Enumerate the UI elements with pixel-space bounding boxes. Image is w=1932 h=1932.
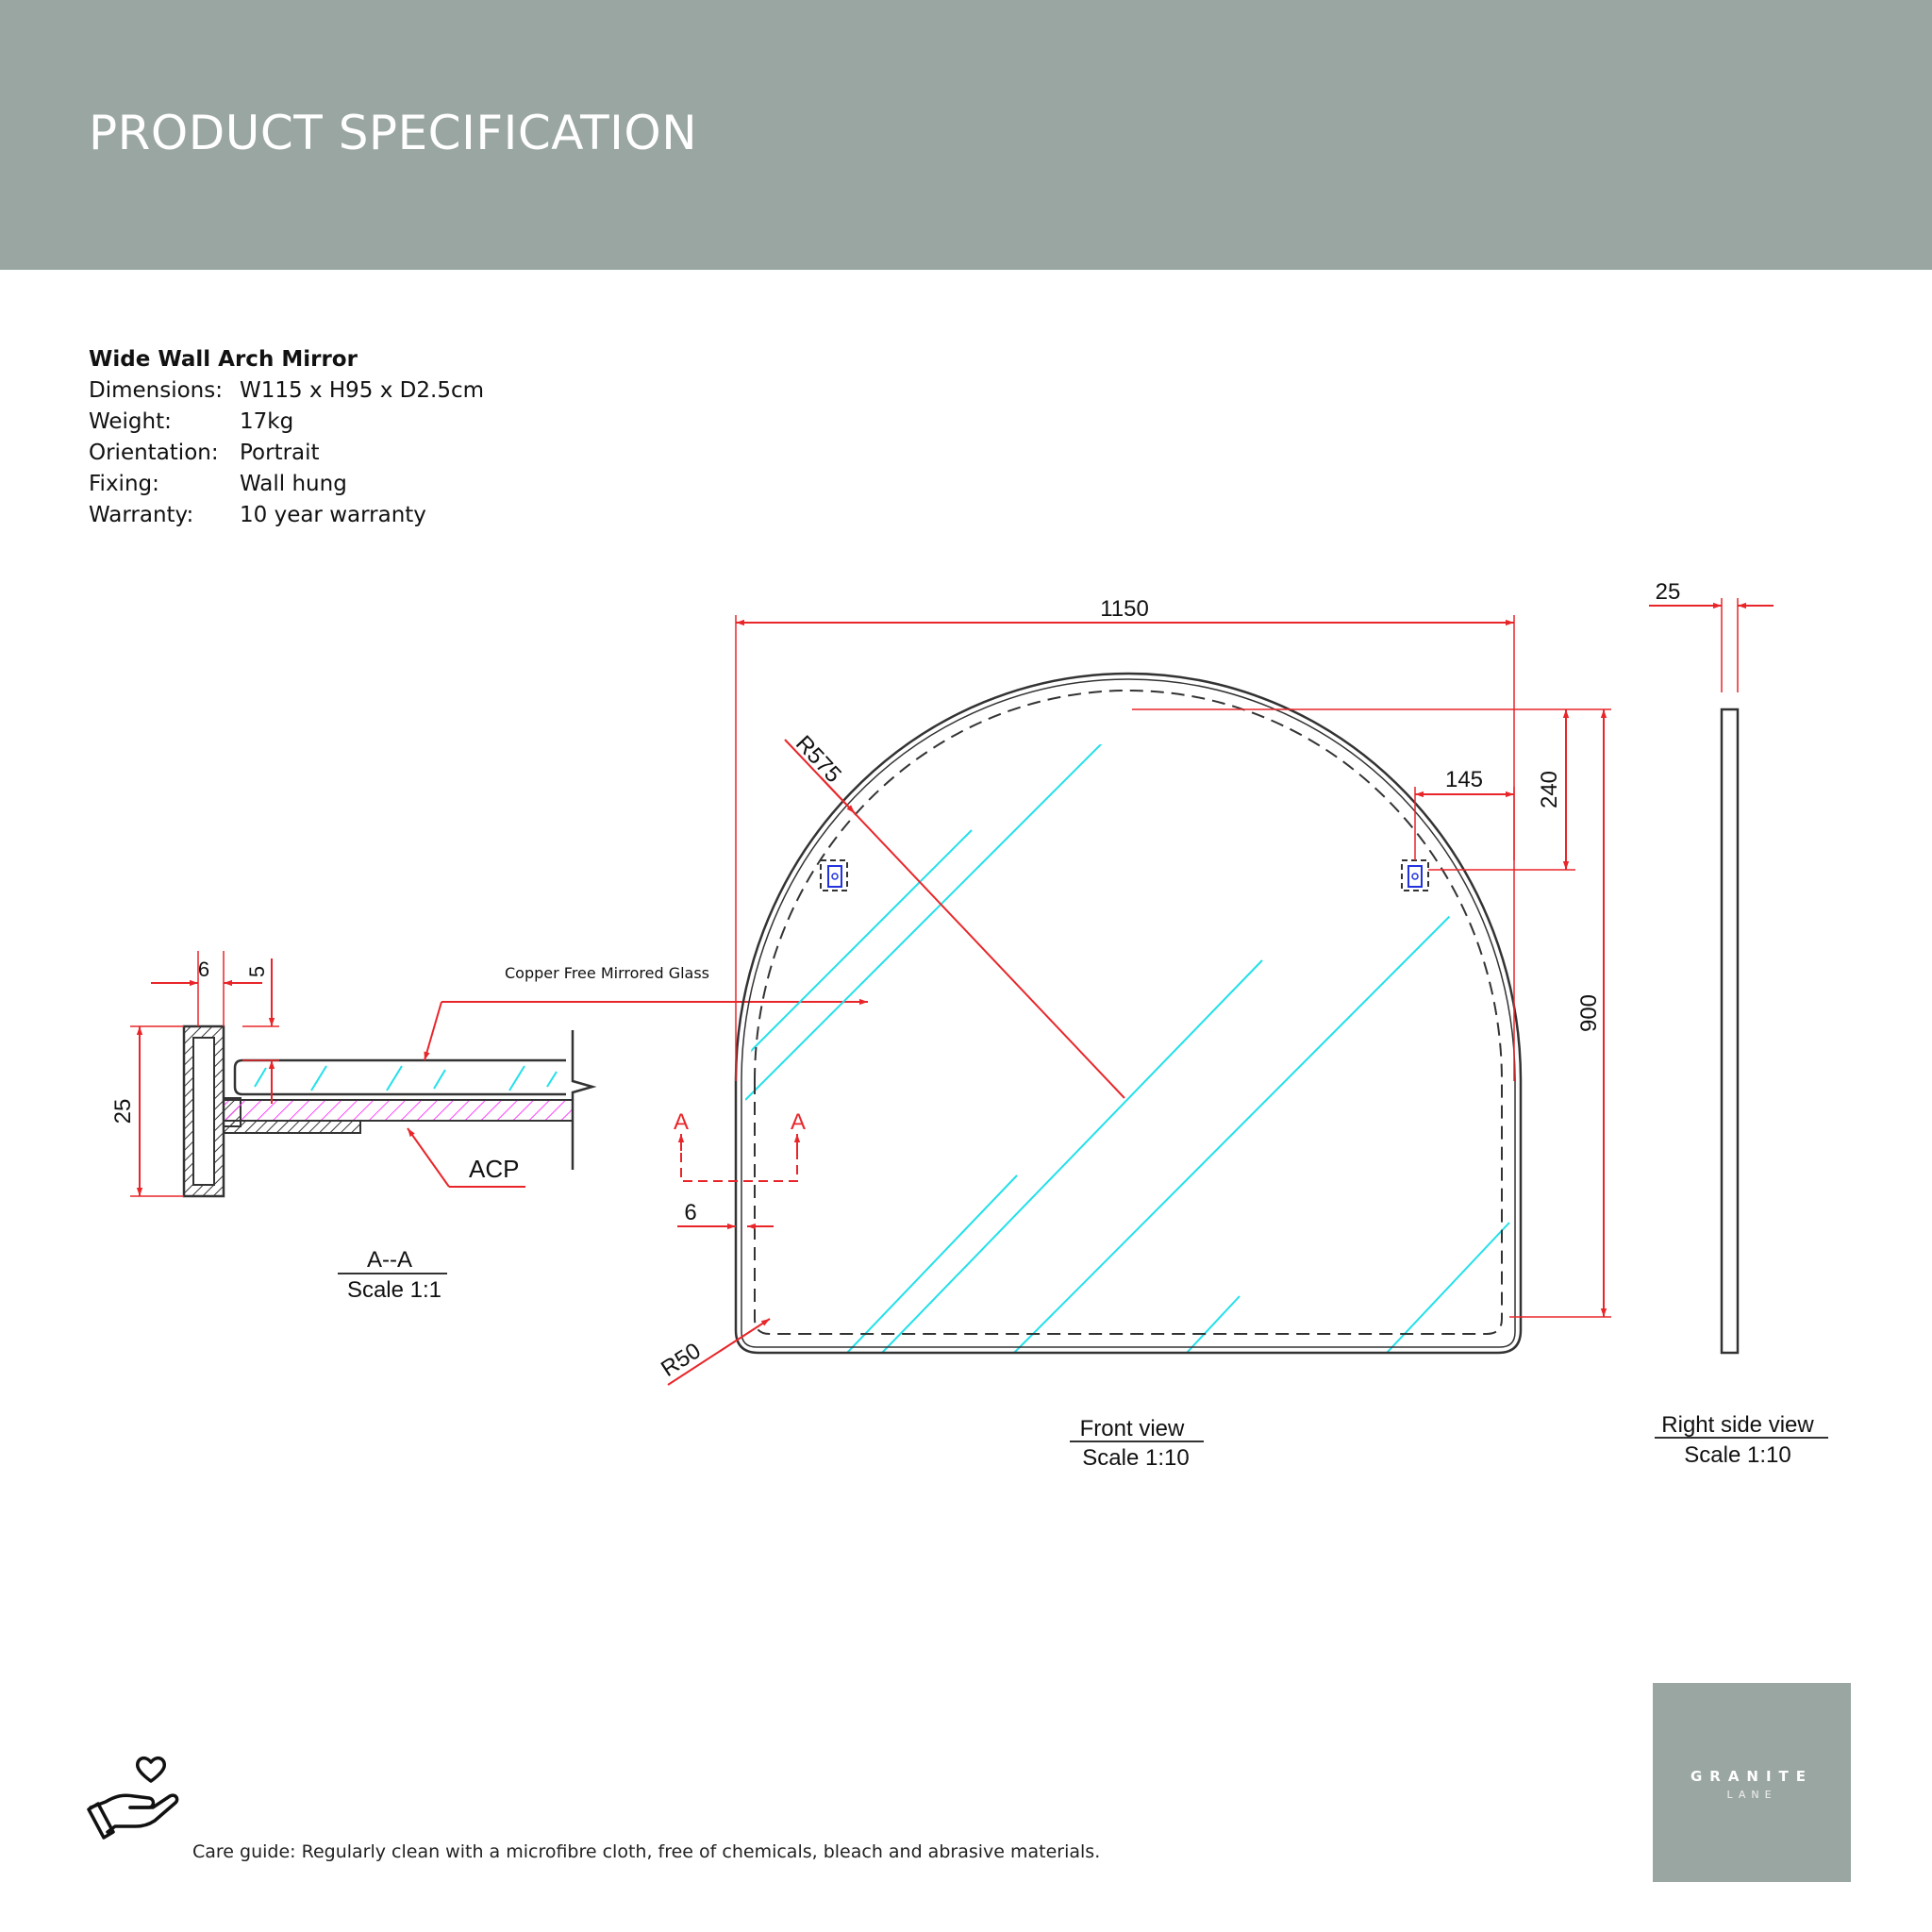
spec-row-fixing: Fixing: Wall hung: [89, 469, 484, 500]
spec-row-weight: Weight: 17kg: [89, 407, 484, 438]
header-banner: PRODUCT SPECIFICATION: [0, 0, 1932, 270]
mirror-glass-outline: [754, 690, 1503, 1335]
product-name: Wide Wall Arch Mirror: [89, 347, 358, 372]
front-view-scale: Scale 1:10: [1082, 1445, 1189, 1471]
section-width-label: 6: [198, 958, 209, 981]
spec-value: 10 year warranty: [240, 503, 426, 527]
bracket-right: [1401, 859, 1429, 891]
mirror-outline: [734, 672, 1523, 1355]
side-view: 25 Right side view Scale 1:10: [1649, 579, 1828, 1468]
front-dimensions: 1150 R575 145 240 900 6 R50 A A: [657, 596, 1611, 1386]
mirror-reflection-lines: [745, 742, 1510, 1353]
page-title: PRODUCT SPECIFICATION: [89, 106, 698, 160]
front-view: 1150 R575 145 240 900 6 R50 A A: [657, 596, 1611, 1471]
glass-layer: [233, 1058, 566, 1096]
section-dimensions: 6 5 25 Copper Free Mirrored Glass ACP: [110, 951, 868, 1197]
spec-value: Portrait: [240, 441, 320, 465]
bracket-left: [820, 859, 848, 891]
spec-label: Dimensions:: [89, 378, 223, 403]
side-view-title: Right side view: [1661, 1412, 1814, 1438]
height-dimension-label: 900: [1576, 994, 1602, 1032]
logo-subtitle: LANE: [1726, 1789, 1777, 1801]
side-profile: [1720, 708, 1740, 1355]
spec-value: W115 x H95 x D2.5cm: [240, 378, 485, 403]
bracket-height-label: 240: [1537, 771, 1562, 808]
section-marker-left: A: [674, 1109, 689, 1135]
product-specs: Wide Wall Arch Mirror Dimensions: W115 x …: [89, 343, 484, 531]
spec-row-orientation: Orientation: Portrait: [89, 438, 484, 469]
acp-layer: [223, 1099, 574, 1122]
spec-value: 17kg: [240, 409, 294, 434]
break-line: [571, 1030, 597, 1170]
section-height-label: 25: [110, 1099, 136, 1124]
front-view-title: Front view: [1080, 1416, 1185, 1441]
mirror-inner-outline: [741, 678, 1516, 1348]
spec-label: Orientation:: [89, 441, 219, 465]
radius-dimension-label: R575: [791, 731, 846, 788]
width-dimension-label: 1150: [1100, 596, 1149, 622]
spec-row-dimensions: Dimensions: W115 x H95 x D2.5cm: [89, 375, 484, 407]
spec-label: Warranty:: [89, 503, 194, 527]
bracket-offset-label: 145: [1445, 767, 1483, 792]
section-scale: Scale 1:1: [347, 1277, 441, 1303]
brand-logo: GRANITE LANE: [1653, 1683, 1851, 1882]
spec-label: Fixing:: [89, 472, 159, 496]
acp-label: ACP: [469, 1155, 519, 1183]
section-marker-right: A: [791, 1109, 806, 1135]
spec-row-warranty: Warranty: 10 year warranty: [89, 500, 484, 531]
section-view: 6 5 25 Copper Free Mirrored Glass ACP A-…: [110, 951, 868, 1303]
section-title: A--A: [367, 1247, 412, 1273]
glass-label: Copper Free Mirrored Glass: [505, 964, 709, 982]
spec-label: Weight:: [89, 409, 172, 434]
depth-dimension-label: 25: [1656, 579, 1681, 605]
care-guide: Care guide: Regularly clean with a micro…: [192, 1841, 1101, 1862]
edge-dimension-label: 6: [684, 1200, 696, 1225]
side-view-scale: Scale 1:10: [1684, 1442, 1790, 1468]
section-offset-label: 5: [245, 966, 269, 977]
logo-wordmark: GRANITE: [1690, 1768, 1814, 1785]
spec-value: Wall hung: [240, 472, 347, 496]
hand-heart-icon: [87, 1756, 179, 1840]
